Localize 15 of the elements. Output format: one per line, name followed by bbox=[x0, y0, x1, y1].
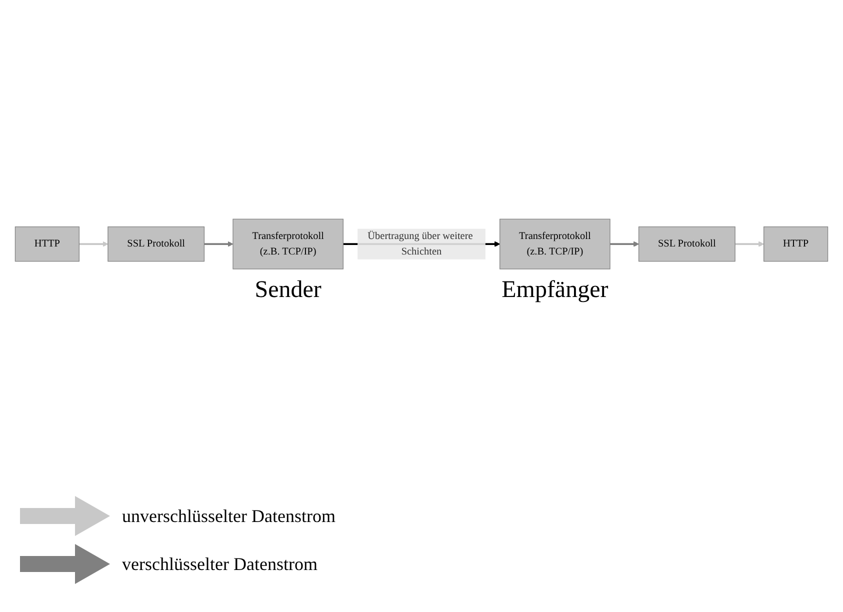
node-box: HTTP bbox=[14, 226, 80, 262]
legend-text: verschlüsselter Datenstrom bbox=[122, 554, 318, 574]
arrow bbox=[204, 241, 234, 247]
legend-text: unverschlüsselter Datenstrom bbox=[122, 506, 336, 526]
node-box: Transferprotokoll (z.B. TCP/IP) bbox=[500, 218, 610, 270]
node-box: SSL Protokoll bbox=[108, 226, 205, 262]
node-caption: Empfänger bbox=[502, 276, 608, 304]
arrow bbox=[735, 241, 764, 247]
node-box: HTTP bbox=[764, 226, 828, 262]
node-caption: Sender bbox=[254, 276, 322, 304]
arrow bbox=[79, 241, 108, 247]
arrow bbox=[610, 241, 640, 247]
node-box: SSL Protokoll bbox=[638, 226, 736, 262]
edge-label: Übertragung über weitere Schichten bbox=[368, 230, 473, 257]
node-box: Transferprotokoll (z.B. TCP/IP) bbox=[232, 218, 344, 270]
